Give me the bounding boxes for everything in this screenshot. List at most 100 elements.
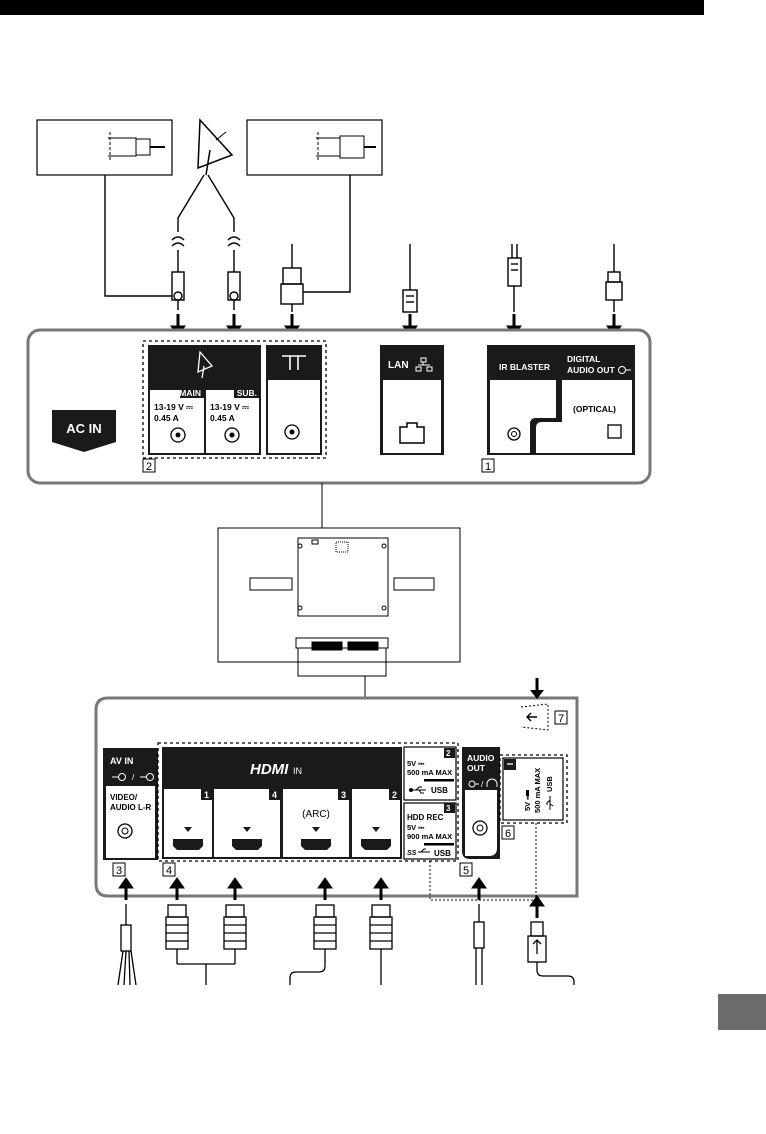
audio-out-port: AUDIO OUT / — [462, 747, 500, 859]
svg-text:2: 2 — [146, 461, 152, 473]
callout-4: 4 — [162, 862, 176, 877]
usb-1-voltage: 5V ⎓ — [523, 793, 532, 811]
usb-1-port: 5V ⎓ 500 mA MAX USB — [502, 757, 564, 821]
sat-main-voltage: 13-19 V ⎓ — [154, 402, 194, 412]
group-2-outline — [142, 340, 327, 459]
terrestrial-cable — [280, 175, 351, 312]
digital-audio-label-1: DIGITAL — [567, 354, 600, 364]
av-in-port: AV IN / VIDEO/ AUDIO L-R — [103, 748, 158, 860]
hdmi-4-socket — [232, 839, 262, 850]
svg-text:/: / — [132, 773, 135, 782]
lan-cable — [402, 244, 418, 313]
svg-text:/: / — [481, 780, 484, 789]
usb-3-port: 3 HDD REC 5V ⎓ 900 mA MAX SS USB — [403, 802, 457, 860]
callout-2-top: 2 — [142, 458, 156, 473]
svg-text:5: 5 — [463, 865, 469, 877]
callout-5: 5 — [459, 862, 473, 877]
svg-text:1: 1 — [485, 461, 491, 473]
callout-1: 1 — [481, 458, 495, 473]
hdmi-logo: HDMI — [250, 761, 289, 778]
svg-text:3: 3 — [116, 865, 122, 877]
satellite-dish-icon — [197, 118, 234, 176]
usb-3-label: USB — [434, 849, 451, 858]
ir-optical-ports: IR BLASTER DIGITAL AUDIO OUT (OPTICAL) — [487, 345, 635, 455]
usb-3-icon — [418, 848, 430, 853]
sat-sub-voltage: 13-19 V ⎓ — [210, 402, 250, 412]
antenna-port — [266, 345, 322, 455]
usb-3-title: HDD REC — [407, 813, 444, 822]
av-in-label: AV IN — [110, 756, 133, 766]
hdmi-1-tag: 1 — [204, 790, 209, 800]
usb-3-current: 900 mA MAX — [407, 832, 452, 841]
svg-text:4: 4 — [166, 865, 172, 877]
usb-2-current: 500 mA MAX — [407, 768, 452, 777]
hdmi-cables — [165, 904, 393, 985]
ir-blaster-label: IR BLASTER — [499, 362, 550, 372]
hdmi-4-tag: 4 — [272, 790, 277, 800]
side-usb-indicator: 7 — [520, 678, 568, 731]
lan-socket — [399, 422, 425, 444]
antenna-icon — [282, 355, 306, 370]
audio-out-label-1: AUDIO — [467, 753, 495, 763]
usb-3-number: 3 — [446, 804, 451, 813]
header-bar — [0, 0, 704, 15]
satellite-ports: MAIN SUB. MAIN SUB. 13-19 V ⎓ 0.45 A 13-… — [148, 345, 261, 455]
video-audio-label-1: VIDEO/ — [110, 793, 138, 802]
optical-label: (OPTICAL) — [573, 404, 616, 414]
hdmi-in-label: IN — [293, 766, 302, 776]
hdmi-2-tag: 2 — [392, 790, 397, 800]
ac-in-label: AC IN — [66, 421, 101, 436]
usb-2-label: USB — [431, 786, 448, 795]
hdmi-3-tag: 3 — [341, 790, 346, 800]
hdmi-3-socket — [301, 839, 331, 850]
video-audio-label-2: AUDIO L-R — [110, 803, 152, 812]
group-4-outline — [157, 742, 459, 862]
satellite-icon — [197, 350, 214, 379]
usb-cable — [527, 921, 575, 985]
callout-7: 7 — [558, 713, 564, 725]
callout-6: 6 — [501, 825, 515, 840]
usb-2-port: 2 5V ⎓ 500 mA MAX USB — [403, 746, 457, 801]
audio-cable — [473, 904, 485, 985]
usb-1-label: USB — [545, 776, 554, 792]
hdmi-1-socket — [173, 839, 203, 850]
optical-cable — [605, 244, 623, 312]
hdmi-ports: HDMI IN 1 1 4 3 2 (ARC) — [162, 747, 402, 859]
usb-leader — [429, 823, 537, 901]
usb-2-number: 2 — [446, 749, 451, 758]
ir-blaster-socket — [507, 427, 521, 441]
terrestrial-connector-box — [246, 119, 383, 176]
usb-2-voltage: 5V ⎓ — [407, 759, 425, 768]
superspeed-icon: SS — [407, 850, 417, 857]
usb-1-icon — [546, 796, 554, 810]
optical-socket — [607, 424, 622, 439]
group-6-outline — [499, 754, 568, 824]
callout-3: 3 — [112, 862, 126, 877]
insert-arrows-bottom — [118, 877, 545, 918]
svg-text:6: 6 — [505, 828, 511, 840]
usb-3-voltage: 5V ⎓ — [407, 823, 425, 832]
usb-1-current: 500 mA MAX — [533, 768, 542, 813]
sat-main-tab: MAIN — [179, 388, 201, 398]
sat-main-current: 0.45 A — [154, 413, 179, 423]
section-tab — [718, 994, 766, 1030]
av-input-icon: / — [112, 773, 154, 782]
tv-rear — [217, 527, 461, 677]
lan-label: LAN — [388, 360, 409, 371]
network-icon — [415, 357, 433, 372]
ac-in-port: AC IN — [52, 410, 116, 452]
audio-out-label-2: OUT — [467, 763, 486, 773]
av-cable — [117, 904, 137, 986]
ir-blaster-cable — [507, 244, 522, 312]
hdmi-arc-label: (ARC) — [302, 809, 330, 820]
audio-output-icon — [618, 366, 631, 374]
sat-sub-current: 0.45 A — [210, 413, 235, 423]
sat-sub-tab: SUB. — [237, 388, 257, 398]
av-in-socket — [117, 823, 133, 839]
digital-audio-label-2: AUDIO OUT — [567, 365, 616, 375]
headphone-icon: / — [468, 778, 498, 789]
hdmi-2-socket — [361, 839, 391, 850]
satellite-cables — [104, 174, 241, 310]
satellite-connector-box-left — [36, 119, 173, 176]
